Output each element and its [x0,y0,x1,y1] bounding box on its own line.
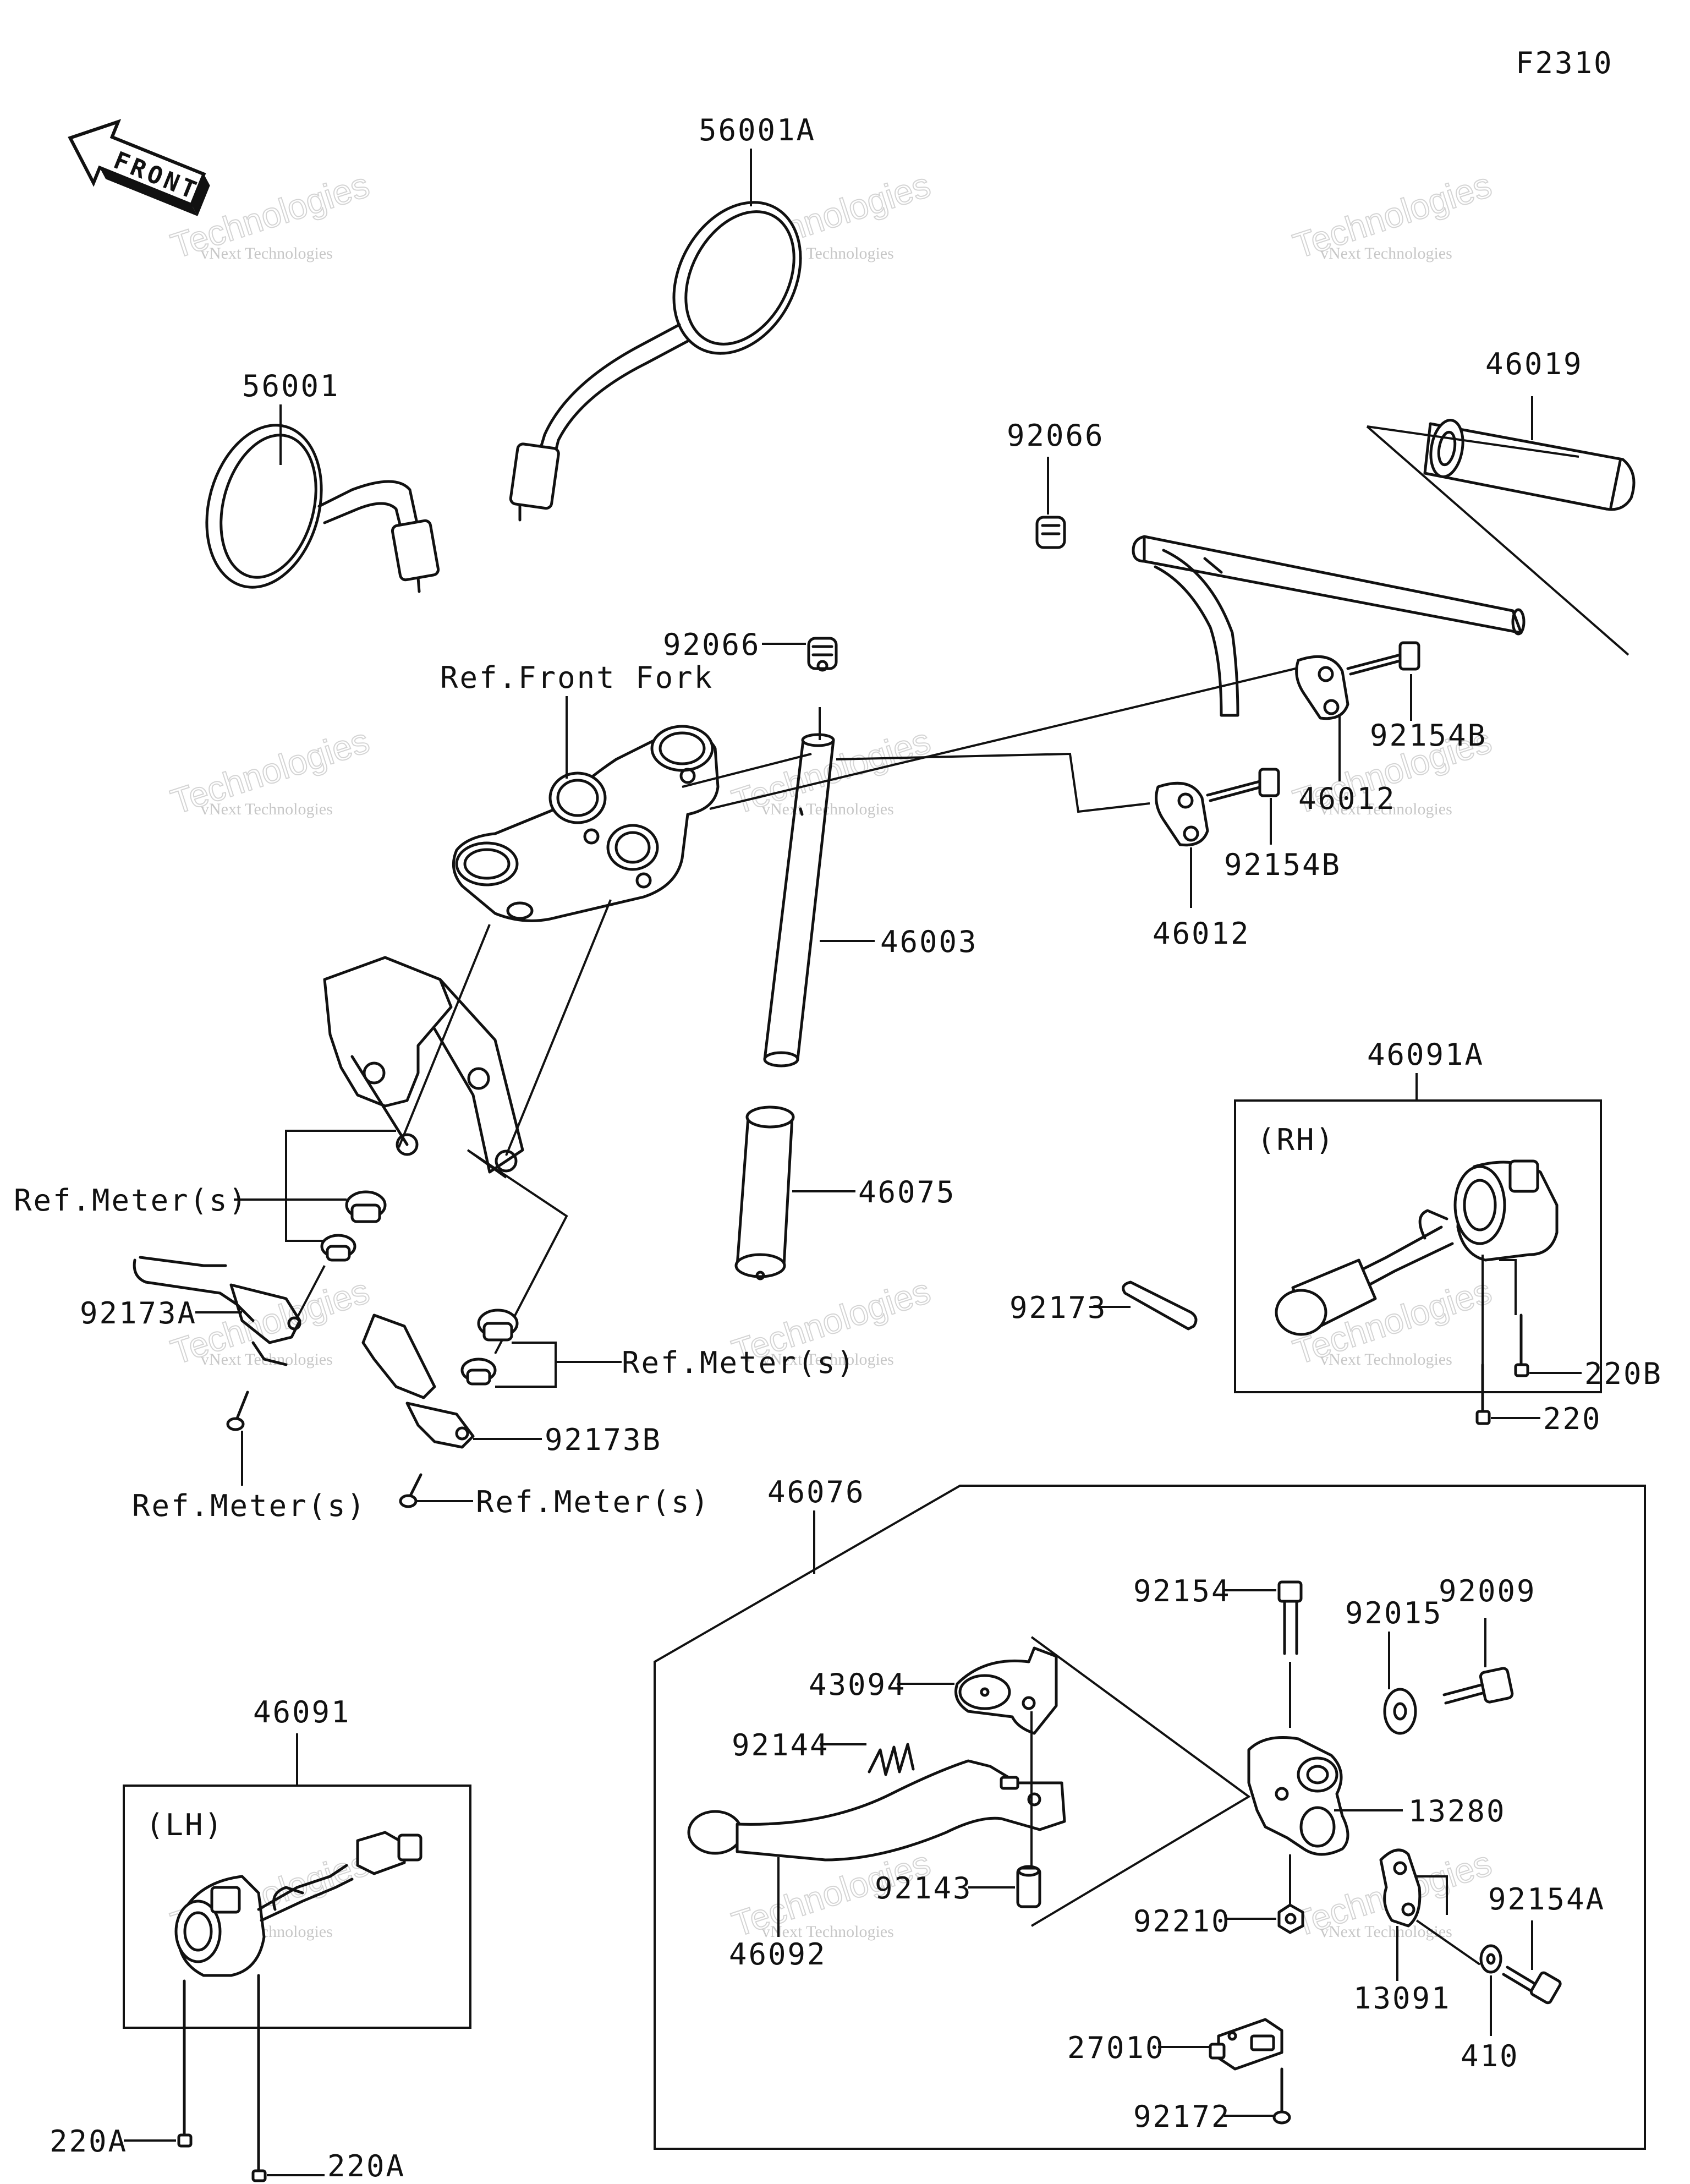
handlebar-46003[interactable] [763,733,835,1068]
grip-46019[interactable] [1423,418,1636,511]
label-220B: 220B [1584,1356,1662,1391]
washer-410[interactable] [1479,1944,1502,1974]
svg-text:vNext Technologies: vNext Technologies [762,800,894,818]
svg-text:vNext Technologies: vNext Technologies [1320,800,1452,818]
label-92154B-lower: 92154B [1224,847,1341,882]
screw-220A-right[interactable] [251,1974,267,2182]
label-13280: 13280 [1408,1794,1506,1829]
label-92173: 92173 [1009,1290,1107,1325]
label-92154A: 92154A [1488,1882,1605,1917]
label-46092: 46092 [729,1937,827,1972]
holder-13280[interactable] [1247,1736,1349,1856]
clip-92173[interactable] [1122,1280,1198,1331]
mirror-56001[interactable] [190,412,440,600]
grommet-right-upper [477,1309,519,1342]
label-220A-left: 220A [50,2124,128,2159]
label-ref-meter-4: Ref.Meter(s) [476,1485,710,1519]
end-plug-92066-lower[interactable] [807,637,838,672]
box-rh-switch [1234,1099,1602,1393]
label-92154: 92154 [1133,1574,1231,1608]
lever-46092[interactable] [687,1759,1066,1862]
screw-92009[interactable] [1442,1667,1514,1705]
svg-text:vNext Technologies: vNext Technologies [201,244,333,262]
grommet-right-lower [460,1358,497,1386]
svg-text:vNext Technologies: vNext Technologies [762,1923,894,1941]
label-13091: 13091 [1353,1981,1451,2016]
label-27010: 27010 [1067,2030,1165,2065]
label-46091: 46091 [253,1695,351,1729]
switch-rh-46091A[interactable] [1275,1159,1559,1336]
spring-92144[interactable] [868,1743,915,1776]
label-ref-meter-1: Ref.Meter(s) [14,1183,248,1218]
handlebar-clamp-46012-lower[interactable] [1155,781,1209,847]
label-46012-upper: 46012 [1298,781,1396,816]
meter-bracket-left [323,956,524,1174]
screw-92172[interactable] [1272,2067,1291,2125]
svg-text:vNext Technologies: vNext Technologies [201,800,333,818]
label-92015: 92015 [1345,1596,1443,1630]
label-ref-front-fork: Ref.Front Fork [440,660,714,695]
adjuster-43094[interactable] [954,1646,1058,1735]
grommet-left-lower [320,1234,356,1262]
washer-92015[interactable] [1383,1688,1417,1735]
grommet-left-upper [345,1190,387,1223]
bracket-92173A[interactable] [133,1256,301,1366]
svg-text:vNext Technologies: vNext Technologies [762,1350,894,1369]
screw-left [226,1391,249,1431]
label-92009: 92009 [1439,1574,1537,1608]
bracket-92173B[interactable] [361,1313,475,1449]
label-rh: (RH) [1257,1123,1335,1157]
clamp-13091[interactable] [1379,1848,1422,1928]
svg-text:vNext Technologies: vNext Technologies [1320,1923,1452,1941]
label-46003: 46003 [880,924,978,959]
label-92172: 92172 [1133,2099,1231,2134]
label-43094: 43094 [809,1667,907,1702]
label-92210: 92210 [1133,1904,1231,1939]
label-46012-lower: 46012 [1153,916,1250,951]
bolt-92154A[interactable] [1502,1966,1562,2005]
label-92066-upper: 92066 [1007,418,1105,453]
label-56001: 56001 [242,369,340,403]
screw-220B[interactable] [1514,1313,1529,1377]
front-arrow-icon: FRONT [68,119,210,216]
bolt-92154B-lower[interactable] [1206,768,1280,802]
label-220: 220 [1543,1402,1602,1436]
box-lever-assembly [654,1485,1646,2150]
label-46091A: 46091A [1367,1037,1484,1072]
label-46075: 46075 [858,1175,956,1209]
label-92173A: 92173A [80,1296,197,1331]
switch-27010[interactable] [1209,2018,1283,2071]
label-92143: 92143 [875,1871,973,1906]
handlebar-rh[interactable] [1132,535,1526,717]
grip-46075[interactable] [734,1105,795,1280]
screw-220A-left[interactable] [177,1979,193,2148]
label-92173B: 92173B [545,1422,662,1457]
mirror-56001A[interactable] [509,180,826,522]
label-92144: 92144 [732,1728,830,1762]
label-ref-meter-3: Ref.Meter(s) [622,1345,856,1380]
collar-92143[interactable] [1016,1865,1041,1908]
nut-92210[interactable] [1277,1903,1304,1934]
label-46076: 46076 [767,1475,865,1509]
label-92066-lower: 92066 [663,627,761,662]
svg-text:vNext Technologies: vNext Technologies [1320,244,1452,262]
label-92154B-upper: 92154B [1370,718,1487,753]
screw-220[interactable] [1475,1363,1491,1425]
diagram-code: F2310 [1516,46,1614,80]
label-220A-right: 220A [327,2149,405,2183]
fork-top-bridge [452,725,720,922]
end-plug-92066-upper[interactable] [1035,516,1066,549]
handlebar-clamp-46012-upper[interactable] [1295,655,1349,720]
label-46019: 46019 [1485,347,1583,381]
switch-lh-46091[interactable] [174,1831,422,1977]
svg-text:vNext Technologies: vNext Technologies [1320,1350,1452,1369]
bolt-92154B-upper[interactable] [1346,641,1420,676]
label-410: 410 [1461,2039,1519,2073]
label-ref-meter-2: Ref.Meter(s) [132,1488,366,1523]
label-lh: (LH) [146,1808,224,1842]
label-56001A: 56001A [699,113,816,147]
bolt-92154[interactable] [1277,1580,1303,1655]
